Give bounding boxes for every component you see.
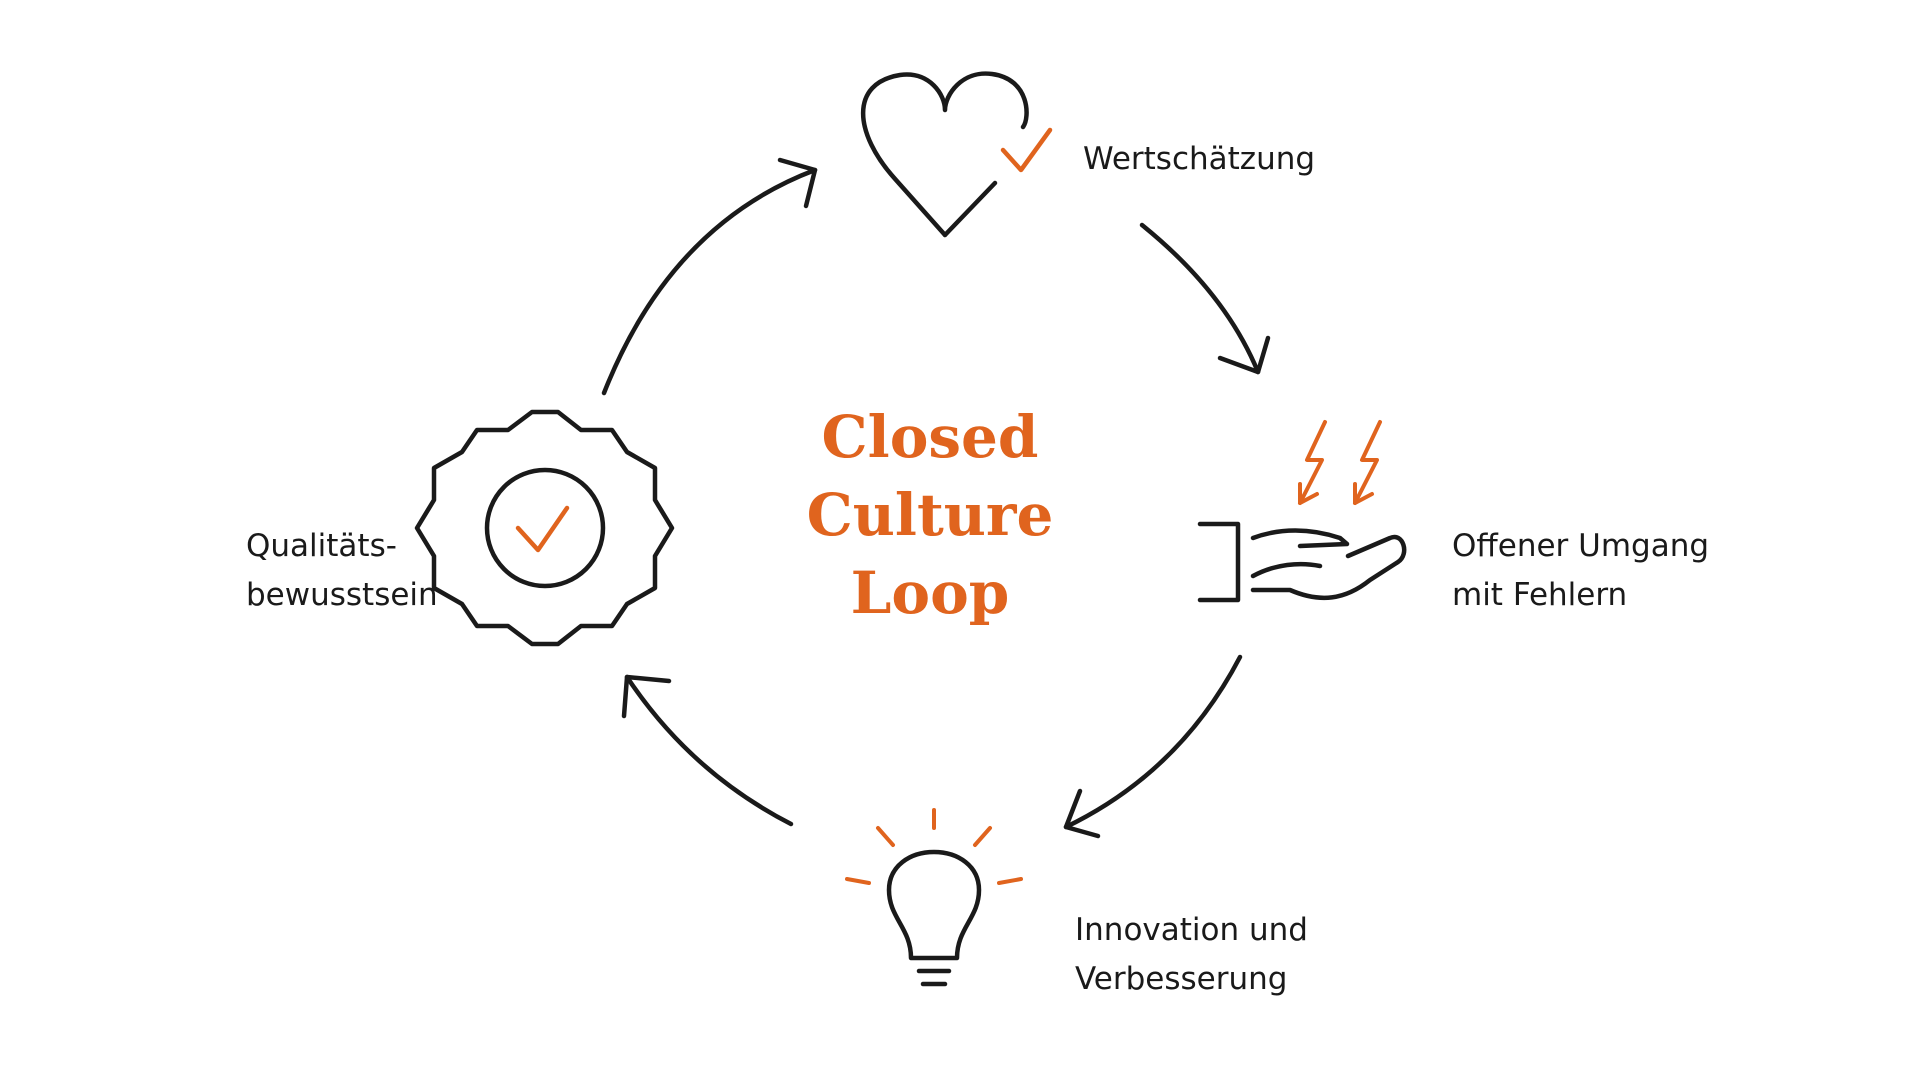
label-quality-awareness: Qualitäts- bewusstsein (246, 522, 438, 620)
label-line-1: Wertschätzung (1083, 141, 1316, 177)
title-line-3: Loop (850, 559, 1010, 627)
lightbulb-icon (845, 808, 1023, 987)
label-open-error-culture: Offener Umgang mit Fehlern (1452, 522, 1709, 620)
arrow-innovation-to-quality (621, 674, 794, 827)
label-line-1: Qualitäts- (246, 528, 397, 564)
label-line-2: mit Fehlern (1452, 577, 1628, 613)
arrow-quality-to-appreciation (601, 157, 818, 396)
diagram-title: Closed Culture Loop (730, 398, 1130, 632)
arrow-appreciation-to-openness (1139, 222, 1271, 375)
label-line-2: bewusstsein (246, 577, 438, 613)
heart-check-icon (861, 71, 1053, 238)
hand-lightning-icon (1197, 420, 1407, 603)
label-innovation: Innovation und Verbesserung (1075, 906, 1308, 1004)
arrow-openness-to-innovation (1063, 654, 1243, 839)
label-line-2: Verbesserung (1075, 961, 1288, 997)
title-line-2: Culture (806, 481, 1054, 549)
badge-outline (414, 409, 675, 647)
label-line-1: Offener Umgang (1452, 528, 1710, 564)
label-appreciation: Wertschätzung (1083, 135, 1315, 184)
title-line-1: Closed (821, 403, 1039, 471)
badge-check-icon (414, 409, 675, 647)
label-line-1: Innovation und (1075, 912, 1308, 948)
